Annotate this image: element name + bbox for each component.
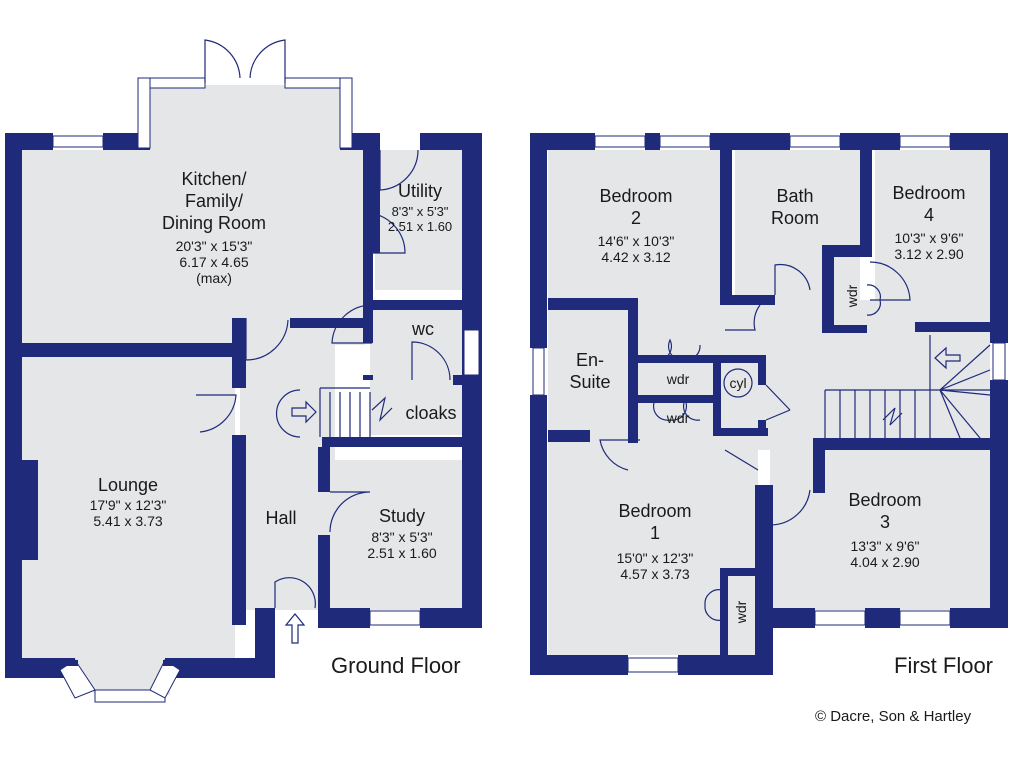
- wardrobe-label: wdr: [666, 371, 690, 387]
- wardrobe-label: wdr: [733, 600, 749, 624]
- bedroom1-name-line: 1: [649, 523, 661, 543]
- study-name: Study: [378, 506, 426, 526]
- bedroom3-label: Bedroom 3: [848, 489, 921, 533]
- hall-name: Hall: [265, 508, 297, 528]
- bedroom2-imperial: 14'6" x 10'3": [597, 233, 675, 249]
- lounge-imperial: 17'9" x 12'3": [89, 497, 167, 513]
- kitchen-note: (max): [196, 270, 232, 286]
- cylinder-label: cyl: [729, 375, 747, 391]
- lounge-metric: 5.41 x 3.73: [93, 513, 163, 529]
- utility-metric: 2.51 x 1.60: [387, 219, 453, 234]
- kitchen-name-line: Family/: [184, 191, 243, 211]
- first-floor-title: First Floor: [894, 653, 993, 678]
- study-metric: 2.51 x 1.60: [367, 545, 437, 561]
- bedroom3-dimensions: 13'3" x 9'6" 4.04 x 2.90: [850, 538, 919, 570]
- kitchen-label: Kitchen/ Family/ Dining Room: [162, 168, 266, 234]
- bathroom-name-line: Bath: [776, 186, 814, 206]
- bedroom1-label: Bedroom 1: [618, 500, 691, 544]
- bedroom4-metric: 3.12 x 2.90: [894, 246, 964, 262]
- lounge-name: Lounge: [97, 475, 159, 495]
- bedroom1-imperial: 15'0" x 12'3": [616, 550, 694, 566]
- kitchen-name-line: Dining Room: [161, 213, 267, 233]
- ground-floor-title: Ground Floor: [331, 653, 461, 678]
- lounge-dimensions: 17'9" x 12'3" 5.41 x 3.73: [90, 497, 167, 529]
- bedroom2-metric: 4.42 x 3.12: [601, 249, 671, 265]
- bedroom4-name-line: 4: [923, 205, 935, 225]
- bedroom4-name-line: Bedroom: [892, 183, 966, 203]
- ensuite-name-line: En-: [575, 350, 604, 370]
- kitchen-imperial: 20'3" x 15'3": [175, 238, 253, 254]
- kitchen-dimensions: 20'3" x 15'3" 6.17 x 4.65 (max): [176, 238, 253, 286]
- utility-dimensions: 8'3" x 5'3" 2.51 x 1.60: [388, 204, 452, 234]
- kitchen-metric: 6.17 x 4.65: [179, 254, 249, 270]
- bedroom2-name-line: Bedroom: [599, 186, 673, 206]
- kitchen-name-line: Kitchen/: [181, 169, 247, 189]
- study-imperial: 8'3" x 5'3": [371, 529, 433, 545]
- first-floor-plan: [530, 133, 1008, 675]
- wc-name: wc: [412, 319, 434, 339]
- bedroom2-dimensions: 14'6" x 10'3" 4.42 x 3.12: [598, 233, 675, 265]
- bedroom3-metric: 4.04 x 2.90: [850, 554, 920, 570]
- ground-floor-plan: [5, 39, 482, 703]
- utility-name: Utility: [398, 181, 442, 201]
- bedroom3-name-line: Bedroom: [848, 490, 922, 510]
- bathroom-label: Bath Room: [771, 185, 819, 229]
- bedroom4-label: Bedroom 4: [892, 182, 965, 226]
- bedroom2-name-line: 2: [630, 208, 642, 228]
- ensuite-name-line: Suite: [569, 372, 611, 392]
- bedroom1-metric: 4.57 x 3.73: [620, 566, 690, 582]
- study-dimensions: 8'3" x 5'3" 2.51 x 1.60: [367, 529, 436, 561]
- copyright-text: © Dacre, Son & Hartley: [815, 708, 972, 725]
- bedroom1-name-line: Bedroom: [618, 501, 692, 521]
- bedroom3-imperial: 13'3" x 9'6": [850, 538, 920, 554]
- wardrobe-label: wdr: [844, 284, 860, 308]
- bedroom3-name-line: 3: [879, 512, 891, 532]
- ensuite-label: En- Suite: [569, 349, 610, 393]
- bedroom4-imperial: 10'3" x 9'6": [894, 230, 964, 246]
- bedroom4-dimensions: 10'3" x 9'6" 3.12 x 2.90: [894, 230, 963, 262]
- bedroom2-label: Bedroom 2: [599, 185, 672, 229]
- bedroom1-dimensions: 15'0" x 12'3" 4.57 x 3.73: [617, 550, 694, 582]
- bathroom-name-line: Room: [770, 208, 820, 228]
- utility-imperial: 8'3" x 5'3": [391, 204, 449, 219]
- wardrobe-label: wdr: [666, 410, 690, 426]
- cloaks-name: cloaks: [405, 403, 457, 423]
